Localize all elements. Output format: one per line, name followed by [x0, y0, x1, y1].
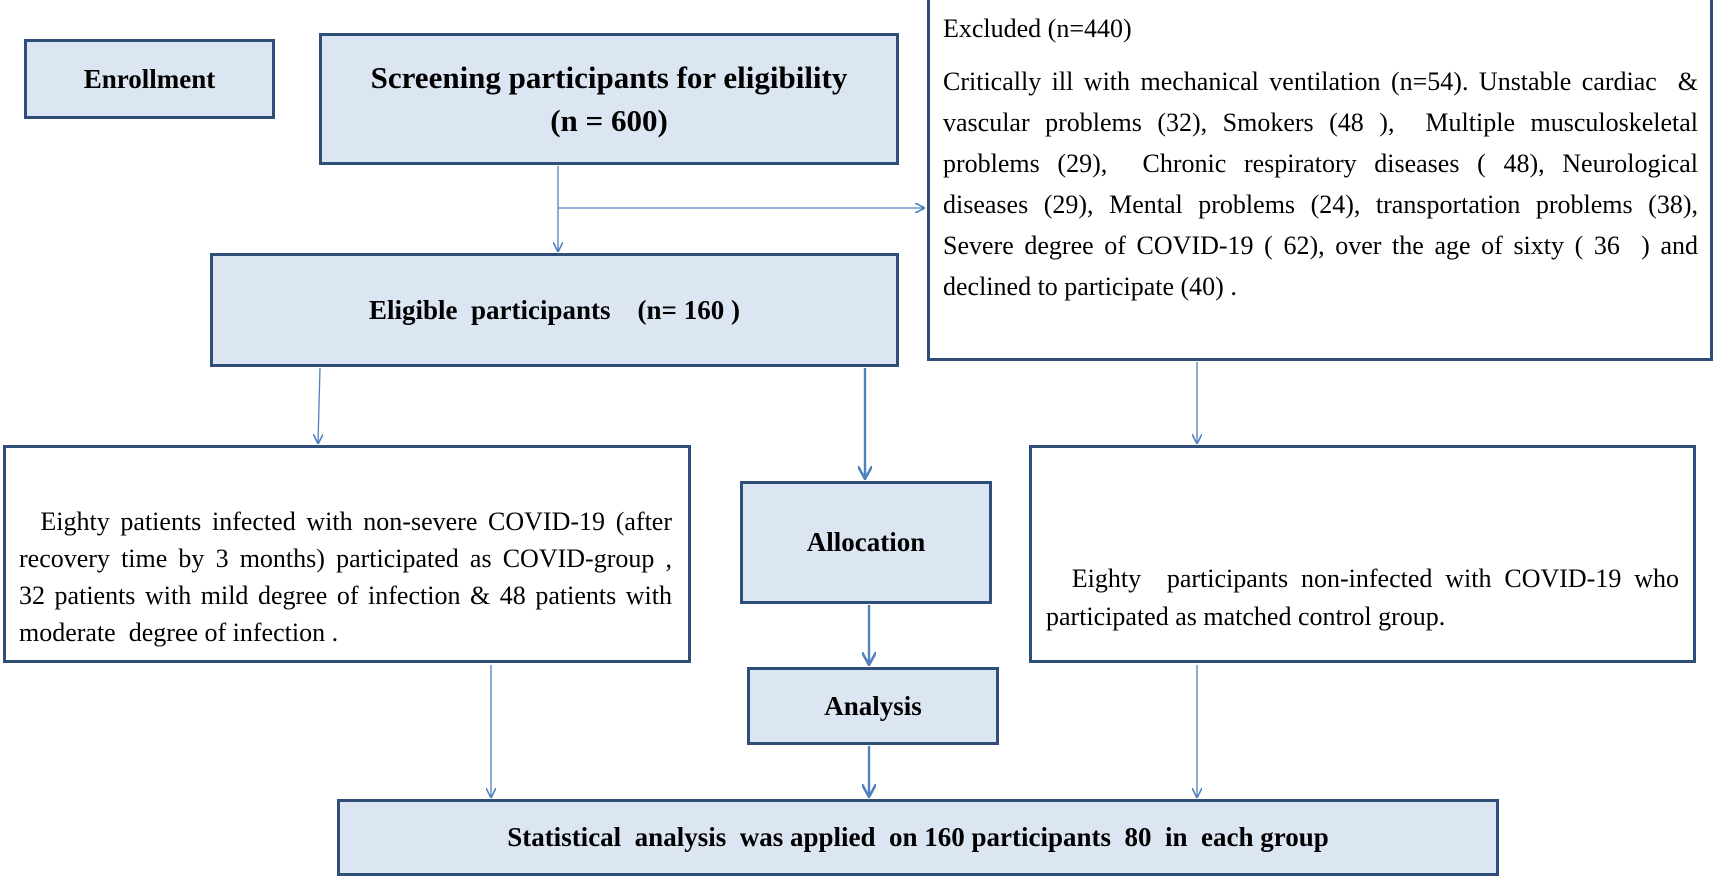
- screening-text: Screening participants for eligibility: [370, 60, 848, 95]
- allocation-box: Allocation: [740, 481, 992, 604]
- screening-box: Screening participants for eligibility (…: [319, 33, 899, 165]
- statistical-analysis-text: Statistical analysis was applied on 160 …: [507, 822, 1329, 852]
- analysis-box: Analysis: [747, 667, 999, 745]
- control-group-box: Eighty participants non-infected with CO…: [1029, 445, 1696, 663]
- screening-count: (n = 600): [550, 103, 668, 138]
- analysis-text: Analysis: [824, 690, 922, 721]
- eligible-text: Eligible participants (n= 160 ): [369, 294, 740, 325]
- excluded-box: Excluded (n=440) Critically ill with mec…: [927, 0, 1713, 361]
- control-group-text: Eighty participants non-infected with CO…: [1046, 564, 1686, 631]
- excluded-title: Excluded (n=440): [943, 14, 1132, 43]
- enrollment-label: Enrollment: [24, 39, 275, 119]
- covid-group-box: Eighty patients infected with non-severe…: [3, 445, 691, 663]
- covid-group-text: Eighty patients infected with non-severe…: [19, 507, 685, 647]
- excluded-reasons: Critically ill with mechanical ventilati…: [943, 67, 1698, 301]
- arrow-eligible-to-covid-group: [318, 367, 320, 443]
- statistical-analysis-box: Statistical analysis was applied on 160 …: [337, 799, 1499, 876]
- enrollment-text: Enrollment: [83, 63, 216, 94]
- allocation-text: Allocation: [806, 527, 926, 557]
- eligible-box: Eligible participants (n= 160 ): [210, 253, 899, 367]
